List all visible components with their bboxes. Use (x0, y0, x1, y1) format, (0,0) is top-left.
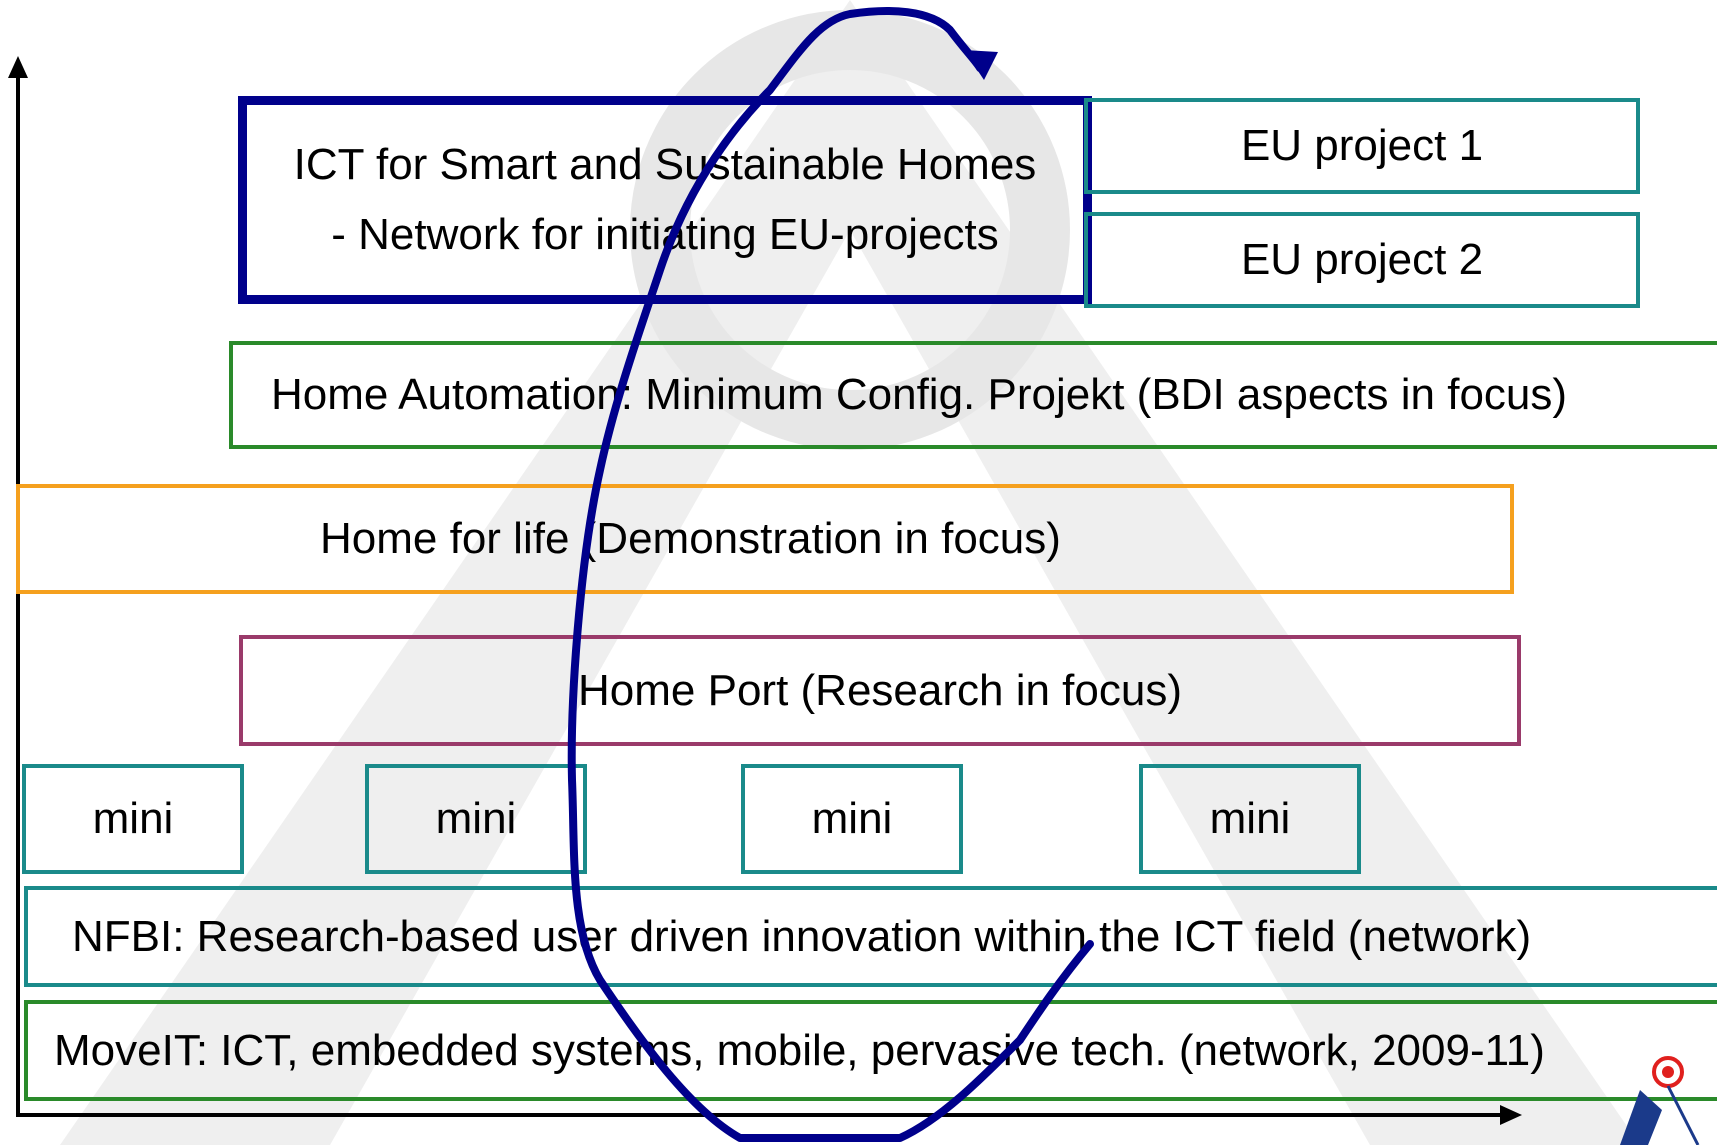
eu-project-1-box: EU project 1 (1084, 98, 1640, 194)
moveit-label: MoveIT: ICT, embedded systems, mobile, p… (54, 1025, 1545, 1075)
nfbi-box: NFBI: Research-based user driven innovat… (24, 886, 1717, 987)
eu-project-2-box: EU project 2 (1084, 212, 1640, 308)
home-port-box: Home Port (Research in focus) (239, 635, 1521, 746)
y-axis-arrow-icon (8, 56, 28, 78)
mini-label: mini (435, 794, 517, 843)
eu-project-2-label: EU project 2 (1240, 235, 1484, 284)
moveit-box: MoveIT: ICT, embedded systems, mobile, p… (24, 1000, 1717, 1101)
x-axis-arrow-icon (1500, 1105, 1522, 1125)
mini-box: mini (22, 764, 244, 874)
ict-network-title: ICT for Smart and Sustainable Homes (293, 140, 1037, 189)
home-port-label: Home Port (Research in focus) (578, 665, 1182, 715)
mini-box: mini (365, 764, 587, 874)
home-for-life-box: Home for life (Demonstration in focus) (16, 484, 1514, 594)
eu-project-1-label: EU project 1 (1240, 121, 1484, 170)
mini-label: mini (1209, 794, 1291, 843)
nfbi-label: NFBI: Research-based user driven innovat… (72, 911, 1532, 961)
corner-logo-icon (1620, 1056, 1700, 1145)
mini-box: mini (741, 764, 963, 874)
mini-box: mini (1139, 764, 1361, 874)
home-for-life-label: Home for life (Demonstration in focus) (320, 514, 1061, 563)
ict-network-box: ICT for Smart and Sustainable Homes - Ne… (238, 96, 1092, 304)
mini-label: mini (811, 794, 893, 843)
mini-label: mini (92, 794, 174, 843)
home-automation-label: Home Automation: Minimum Config. Projekt… (271, 370, 1568, 419)
home-automation-box: Home Automation: Minimum Config. Projekt… (229, 341, 1717, 449)
ict-network-subtitle: - Network for initiating EU-projects (331, 210, 999, 259)
